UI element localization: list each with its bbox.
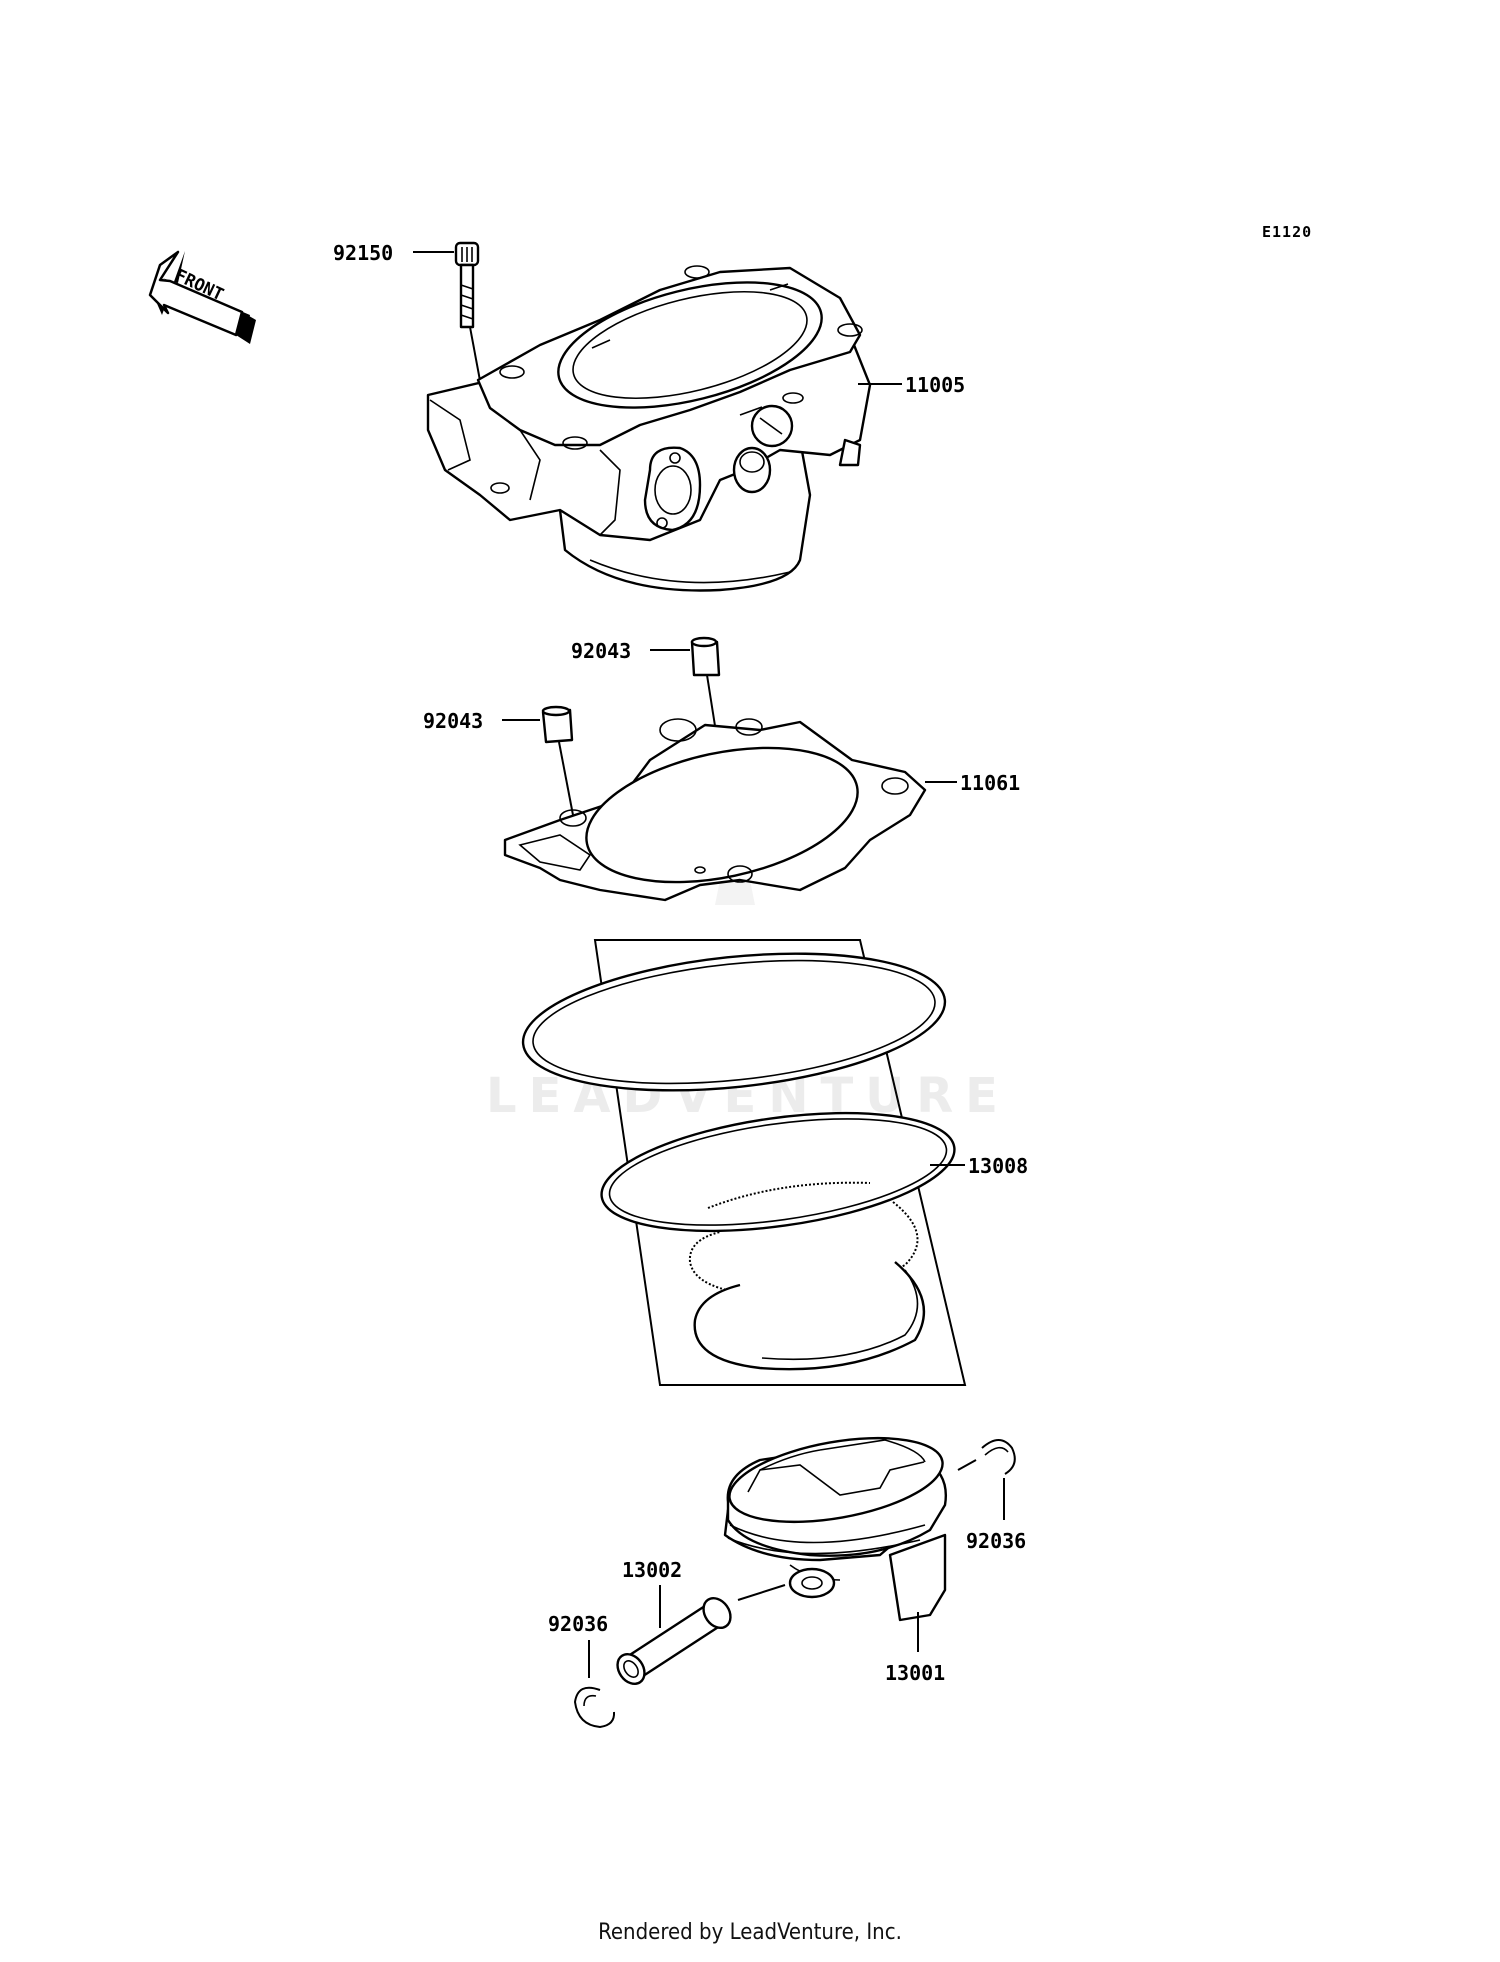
callout-13008: 13008 [968, 1154, 1028, 1178]
callout-13001: 13001 [885, 1661, 945, 1685]
callout-13002: 13002 [622, 1558, 682, 1582]
dowel-upper-92043 [690, 636, 739, 873]
callout-11061: 11061 [960, 771, 1020, 795]
callout-92043-upper: 92043 [571, 639, 631, 663]
callout-92150: 92150 [333, 241, 393, 265]
callout-11005: 11005 [905, 373, 965, 397]
ring-set-13008 [521, 939, 967, 1386]
gasket-11061 [503, 718, 927, 902]
footer-credit: Rendered by LeadVenture, Inc. [598, 1920, 902, 1945]
cylinder-11005 [426, 265, 872, 592]
front-arrow-icon: FRONT [148, 250, 256, 344]
callout-92036-right: 92036 [966, 1529, 1026, 1553]
dowel-lower-92043 [541, 705, 574, 816]
callout-92036-left: 92036 [548, 1612, 608, 1636]
bolt-92150 [454, 241, 501, 489]
piston-13001 [723, 1436, 947, 1622]
clip-right-92036 [981, 1439, 1016, 1475]
leader-clip-right-to-piston [957, 1459, 977, 1471]
leader-pin-to-piston [737, 1584, 786, 1601]
pin-13002 [616, 1596, 732, 1686]
clip-left-92036 [573, 1686, 616, 1729]
diagram-code: E1120 [1262, 223, 1312, 241]
callout-92043-lower: 92043 [423, 709, 483, 733]
